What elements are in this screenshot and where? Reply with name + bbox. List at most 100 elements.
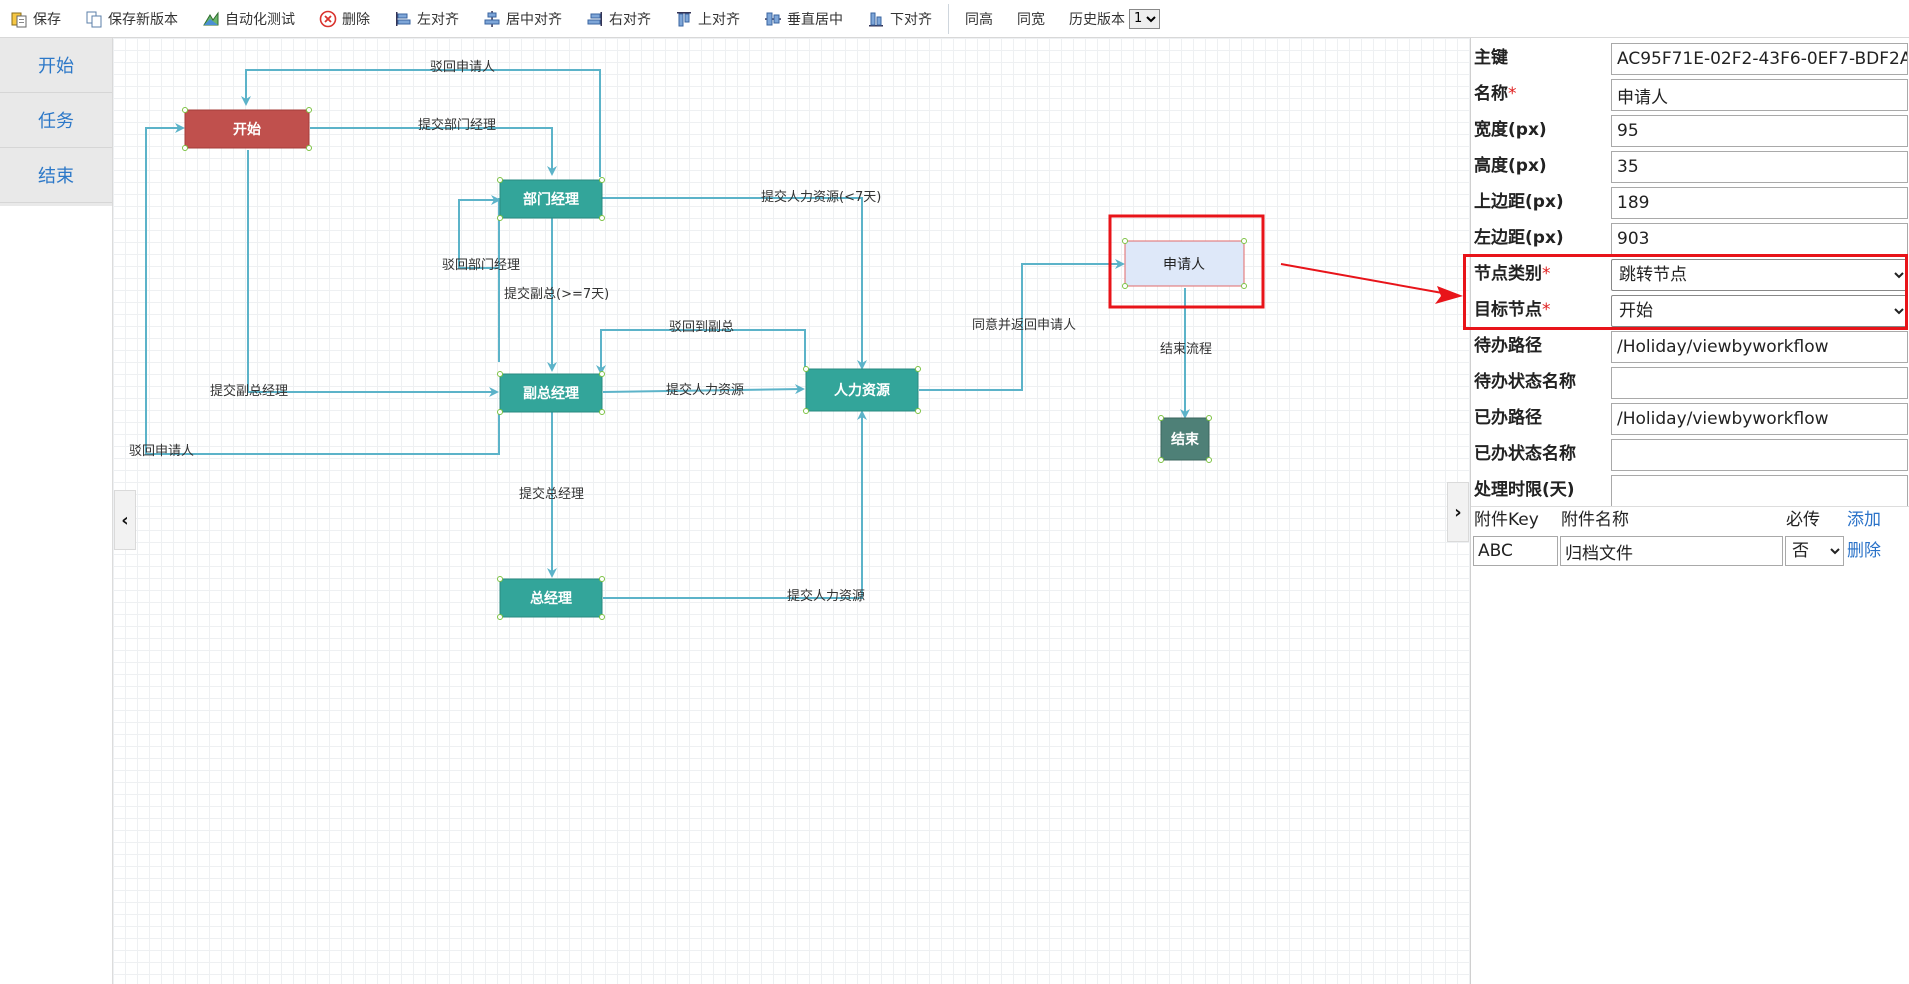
- edges: [145, 69, 1190, 599]
- edge-reject-to-vp[interactable]: [596, 329, 806, 375]
- palette-item-task[interactable]: 任务: [0, 93, 112, 148]
- att-delete-link[interactable]: 删除: [1847, 541, 1881, 561]
- prop-left-input[interactable]: [1611, 223, 1908, 255]
- edge-reject-dept-manager[interactable]: [458, 198, 500, 362]
- label-reject-applicant-bottom: 驳回申请人: [129, 444, 194, 459]
- edge-approve-return-applicant[interactable]: [919, 259, 1125, 391]
- label-submit-hr-gm: 提交人力资源: [787, 588, 865, 604]
- prop-top-input[interactable]: [1611, 187, 1908, 219]
- save-icon: [10, 10, 28, 28]
- prop-done-status-input[interactable]: [1611, 439, 1908, 471]
- palette-item-start[interactable]: 开始: [0, 38, 112, 93]
- node-gm[interactable]: 总经理: [497, 576, 605, 620]
- align-bottom-label: 下对齐: [890, 11, 932, 28]
- prop-todo-status-input[interactable]: [1611, 367, 1908, 399]
- auto-test-label: 自动化测试: [225, 11, 295, 28]
- align-right-label: 右对齐: [609, 11, 651, 28]
- node-end-label: 结束: [1171, 431, 1200, 448]
- property-panel: 主键 名称* 宽度(px) 高度(px) 上边距(px) 左边距(px) 节点类…: [1463, 38, 1909, 984]
- node-hr[interactable]: 人力资源: [803, 366, 921, 414]
- prop-node-type-select[interactable]: 跳转节点: [1611, 259, 1908, 291]
- align-left-label: 左对齐: [417, 11, 459, 28]
- align-right-button[interactable]: 右对齐: [582, 6, 659, 32]
- att-key-input[interactable]: [1473, 536, 1558, 566]
- prop-todo-status-label: 待办状态名称: [1474, 372, 1576, 392]
- align-middle-icon: [764, 10, 782, 28]
- label-submit-hr-lt7: 提交人力资源(<7天): [761, 189, 881, 205]
- prop-id-input[interactable]: [1611, 43, 1908, 75]
- delete-icon: [319, 10, 337, 28]
- auto-test-button[interactable]: 自动化测试: [198, 6, 303, 32]
- node-gm-label: 总经理: [530, 590, 572, 607]
- edge-submit-hr-gm[interactable]: [603, 410, 867, 599]
- prop-name-text: 名称: [1474, 84, 1508, 104]
- align-top-button[interactable]: 上对齐: [671, 6, 748, 32]
- prop-node-type-label: 节点类别*: [1474, 256, 1551, 292]
- prop-id-label: 主键: [1474, 48, 1508, 68]
- prop-width-input[interactable]: [1611, 115, 1908, 147]
- prop-row-done-path: 已办路径: [1471, 400, 1909, 436]
- node-vp[interactable]: 副总经理: [497, 371, 605, 415]
- palette-item-end[interactable]: 结束: [0, 148, 112, 203]
- att-col-key: 附件Key: [1474, 510, 1539, 530]
- prop-row-node-type: 节点类别* 跳转节点: [1471, 256, 1909, 292]
- prop-left-label: 左边距(px): [1474, 228, 1564, 248]
- att-col-required: 必传: [1786, 510, 1820, 530]
- same-height-label: 同高: [965, 11, 993, 28]
- prop-done-path-input[interactable]: [1611, 403, 1908, 435]
- collapse-left-button[interactable]: ‹: [114, 490, 136, 550]
- delete-label: 删除: [342, 11, 370, 28]
- align-bottom-button[interactable]: 下对齐: [863, 6, 940, 32]
- edge-submit-hr-lt7[interactable]: [602, 197, 867, 370]
- prop-top-label: 上边距(px): [1474, 192, 1564, 212]
- node-dept-manager[interactable]: 部门经理: [497, 177, 605, 221]
- prop-todo-path-input[interactable]: [1611, 331, 1908, 363]
- prop-target-node-select[interactable]: 开始: [1611, 295, 1908, 327]
- att-required-select[interactable]: 否: [1785, 536, 1844, 566]
- same-height-button[interactable]: 同高: [961, 6, 1001, 32]
- edge-reject-applicant-bottom[interactable]: [145, 123, 500, 455]
- label-submit-gm: 提交总经理: [519, 486, 584, 502]
- align-left-button[interactable]: 左对齐: [390, 6, 467, 32]
- att-add-link[interactable]: 添加: [1847, 510, 1881, 530]
- node-end[interactable]: 结束: [1158, 415, 1212, 463]
- history-version: 历史版本 1: [1065, 6, 1160, 32]
- prop-row-todo-path: 待办路径: [1471, 328, 1909, 364]
- prop-height-input[interactable]: [1611, 151, 1908, 183]
- edge-reject-applicant-top[interactable]: [241, 69, 601, 177]
- same-width-button[interactable]: 同宽: [1013, 6, 1053, 32]
- label-submit-dept-manager: 提交部门经理: [418, 117, 496, 133]
- prop-row-done-status: 已办状态名称: [1471, 436, 1909, 472]
- node-start[interactable]: 开始: [182, 107, 312, 151]
- align-middle-button[interactable]: 垂直居中: [760, 6, 851, 32]
- save-new-version-button[interactable]: 保存新版本: [81, 6, 186, 32]
- label-end-flow: 结束流程: [1160, 342, 1212, 357]
- node-dept-manager-label: 部门经理: [523, 191, 579, 208]
- edge-submit-vp[interactable]: [247, 150, 499, 397]
- collapse-right-button[interactable]: ›: [1447, 482, 1469, 542]
- label-reject-to-vp: 驳回到副总: [669, 320, 734, 335]
- prop-row-height: 高度(px): [1471, 148, 1909, 184]
- palette-empty-area: [0, 206, 113, 984]
- prop-target-node-text: 目标节点: [1474, 300, 1542, 320]
- label-reject-applicant-top: 驳回申请人: [430, 60, 495, 75]
- node-applicant[interactable]: 申请人: [1122, 238, 1247, 289]
- prop-name-input[interactable]: [1611, 79, 1908, 111]
- edge-submit-dept-manager[interactable]: [310, 127, 557, 176]
- label-reject-dept-manager: 驳回部门经理: [442, 258, 520, 273]
- workflow-canvas[interactable]: 驳回申请人 提交部门经理 提交人力资源(<7天) 驳回部门经理 提交副总(>=7…: [113, 38, 1470, 984]
- annotation-arrow: [1280, 263, 1463, 304]
- delete-button[interactable]: 删除: [315, 6, 378, 32]
- align-bottom-icon: [867, 10, 885, 28]
- prop-deadline-input[interactable]: [1611, 475, 1908, 507]
- save-button[interactable]: 保存: [6, 6, 69, 32]
- edge-submit-hr[interactable]: [602, 384, 805, 395]
- node-hr-label: 人力资源: [834, 382, 890, 399]
- node-vp-label: 副总经理: [523, 385, 579, 402]
- align-middle-label: 垂直居中: [787, 11, 843, 28]
- align-center-button[interactable]: 居中对齐: [479, 6, 570, 32]
- history-version-select[interactable]: 1: [1129, 8, 1160, 29]
- required-mark: *: [1542, 300, 1551, 320]
- att-name-input[interactable]: [1560, 536, 1783, 566]
- chevron-right-icon: ›: [1454, 501, 1462, 523]
